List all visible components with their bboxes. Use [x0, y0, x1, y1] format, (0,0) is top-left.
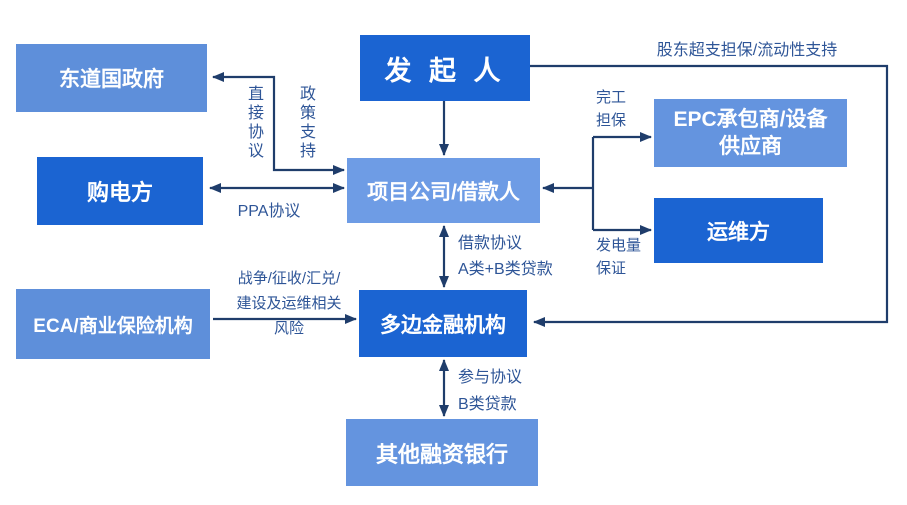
edge-label-loan-agreement: 借款协议 A类+B类贷款	[458, 235, 553, 278]
edge-label-generation-guarantee: 发电量 保证	[596, 237, 642, 277]
node-multilateral-fi: 多边金融机构	[359, 290, 527, 357]
node-om-party: 运维方	[654, 198, 823, 263]
edge-label-shareholder-support: 股东超支担保/流动性支持	[656, 42, 838, 59]
node-host-government: 东道国政府	[16, 44, 207, 112]
node-eca-insurer: ECA/商业保险机构	[16, 289, 210, 359]
node-other-financing-banks: 其他融资银行	[346, 419, 538, 486]
arrow-sponsor-to-multilateral	[530, 64, 889, 327]
edge-label-ppa-agreement: PPA协议	[237, 203, 301, 220]
arrow-project-hostgovt-z-connector	[212, 72, 345, 175]
node-sponsor: 发 起 人	[360, 35, 530, 101]
edge-label-direct-agreement: 直接协议	[245, 85, 262, 161]
edge-label-participation-agreement: 参与协议 B类贷款	[458, 369, 523, 413]
node-project-company-borrower: 项目公司/借款人	[347, 158, 540, 223]
edge-label-completion-guarantee: 完工 担保	[596, 89, 627, 129]
node-power-purchaser: 购电方	[37, 157, 203, 225]
edge-label-insured-risks: 战争/征收/汇兑/ 建设及运维相关 风险	[236, 270, 342, 337]
edge-label-policy-support: 政策支持	[297, 85, 314, 161]
node-epc-contractor-supplier: EPC承包商/设备 供应商	[654, 99, 847, 167]
